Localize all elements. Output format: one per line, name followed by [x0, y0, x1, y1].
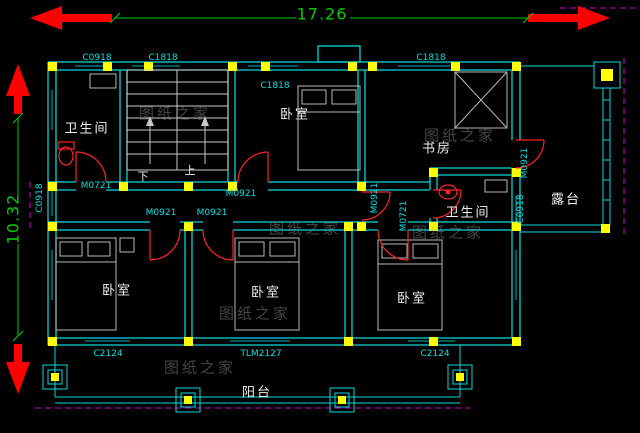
watermark: 图纸之家 — [163, 358, 237, 377]
opening-code-c0918-left: C0918 — [35, 183, 45, 213]
balcony-railing — [54, 345, 461, 404]
opening-code-c0918-right: C0918 — [516, 194, 526, 224]
watermark: 图纸之家 — [423, 126, 497, 145]
stair-up-label: 上 — [184, 164, 196, 177]
opening-code-c1818-top-right: C1818 — [416, 53, 446, 63]
room-label-bedroom-bottom-right: 卧室 — [396, 291, 428, 307]
room-label-bathroom-top: 卫生间 — [64, 121, 110, 137]
arrow-top-right — [528, 6, 610, 30]
balcony-decor-columns — [42, 364, 473, 413]
room-label-balcony: 阳台 — [241, 385, 273, 401]
opening-code-c0918-top: C0918 — [82, 53, 112, 63]
watermark: 图纸之家 — [138, 104, 212, 123]
room-label-bedroom-top: 卧室 — [279, 107, 311, 123]
watermark: 图纸之家 — [268, 219, 342, 238]
watermark: 图纸之家 — [411, 223, 485, 242]
opening-code-m0921-hall-left: M0921 — [145, 208, 177, 218]
stairs — [126, 69, 229, 171]
opening-code-m0721-vert: M0721 — [399, 200, 409, 232]
opening-code-m0921-hall-top: M0921 — [225, 189, 257, 199]
arrow-left-top — [6, 64, 30, 114]
opening-code-m0921-vert: M0921 — [370, 182, 380, 214]
opening-code-c2124-left: C2124 — [93, 349, 123, 359]
room-label-terrace: 露台 — [550, 192, 582, 208]
dimension-height-label: 10.32 — [3, 193, 23, 245]
dimension-width-label: 17.26 — [296, 4, 348, 24]
room-label-bathroom-right: 卫生间 — [445, 205, 491, 221]
room-label-bedroom-bottom-left: 卧室 — [101, 283, 133, 299]
room-label-bedroom-bottom-middle: 卧室 — [250, 285, 282, 301]
room-label-study: 书房 — [421, 141, 453, 157]
window-lines — [51, 65, 517, 342]
opening-code-c1818-bedroom: C1818 — [260, 81, 290, 91]
terrace-railing — [520, 61, 621, 233]
opening-code-m0721-bath: M0721 — [80, 181, 112, 191]
opening-code-tlm2127: TLM2127 — [240, 349, 282, 359]
columns — [48, 62, 613, 346]
opening-code-m0921-terrace: M0921 — [520, 147, 530, 179]
stair-down-label: 下 — [137, 170, 149, 183]
arrow-top-left — [30, 6, 112, 30]
door-gaps — [76, 140, 521, 232]
dimension-lines — [12, 12, 534, 342]
axis-lines — [29, 7, 636, 409]
opening-code-c2124-right: C2124 — [420, 349, 450, 359]
dimension-arrows — [6, 6, 610, 394]
opening-code-c1818-top-left: C1818 — [148, 53, 178, 63]
watermark: 图纸之家 — [218, 304, 292, 323]
door-swings — [75, 139, 545, 261]
chimney — [317, 45, 361, 63]
furniture — [55, 71, 508, 331]
toilet-symbols — [57, 141, 458, 200]
arrow-left-bottom — [6, 344, 30, 394]
opening-code-m0921-hall-mid: M0921 — [196, 208, 228, 218]
